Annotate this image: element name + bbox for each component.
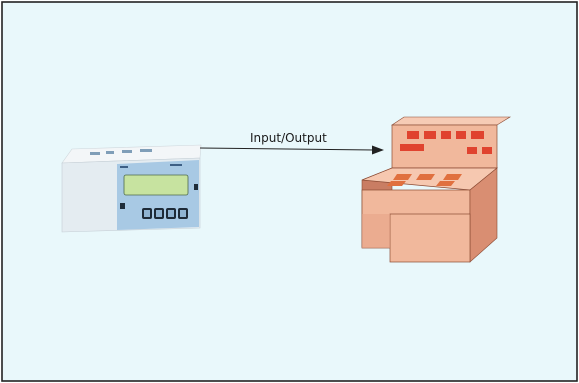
connection-label: Input/Output <box>250 131 327 145</box>
weighing-indicator-icon <box>62 145 201 232</box>
indicator-display <box>124 175 188 195</box>
